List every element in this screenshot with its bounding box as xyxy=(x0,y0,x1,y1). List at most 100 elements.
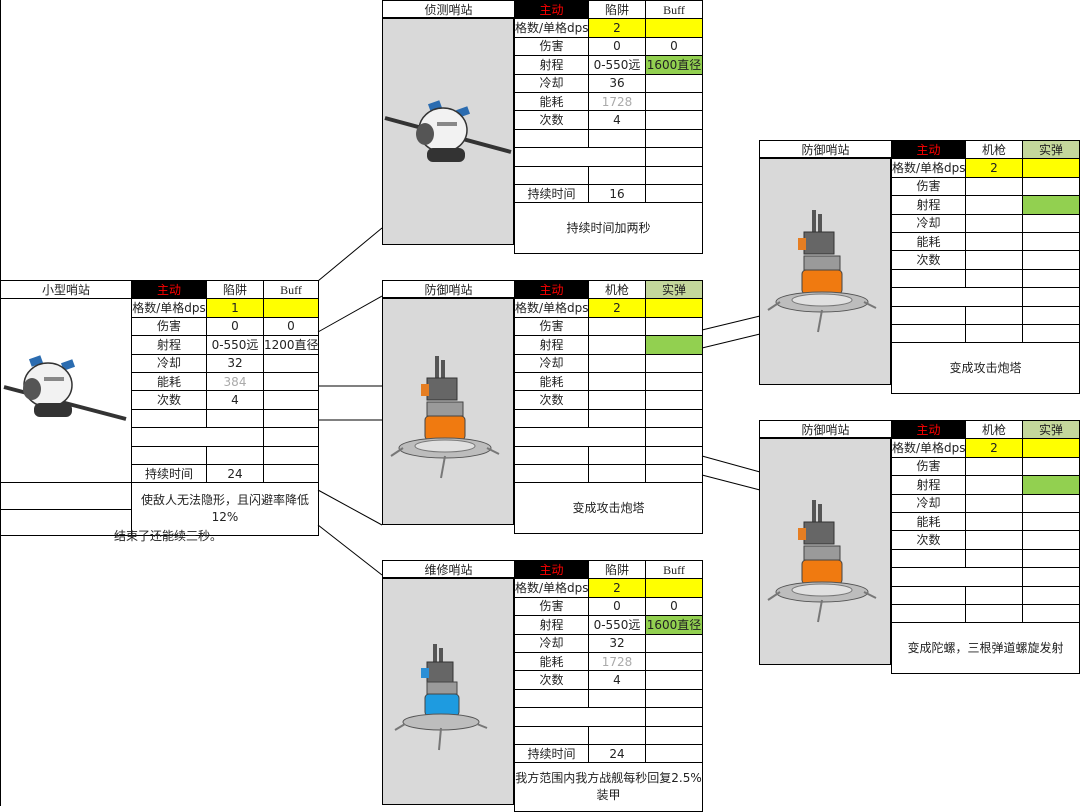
defense-bottom-image xyxy=(759,437,891,665)
damage-buff: 0 xyxy=(645,36,703,57)
shell-header: 实弹 xyxy=(1022,419,1080,440)
empty-cell xyxy=(1022,585,1080,605)
empty-cell xyxy=(588,335,646,355)
empty-cell xyxy=(891,305,966,325)
empty-cell xyxy=(0,509,132,537)
connector-defense-to-bottom-b xyxy=(701,474,761,491)
empty-cell xyxy=(891,603,966,624)
dps-label: 格数/单格dps xyxy=(514,298,589,318)
range-buff xyxy=(1022,195,1080,215)
dps-buff xyxy=(645,298,703,318)
empty-cell xyxy=(965,305,1023,325)
empty-cell xyxy=(965,176,1023,197)
card-defense-sentry-top: 防御哨站 主动 机枪 实弹 格数/单格dps 2 伤害 射程 冷却 能耗 次数 … xyxy=(759,139,1080,395)
range-buff: 1200直径 xyxy=(263,335,319,355)
range-value: 0-550远 xyxy=(588,55,646,75)
empty-cell xyxy=(263,463,319,484)
dps-value: 2 xyxy=(588,298,646,318)
empty-cell xyxy=(645,463,703,484)
range-buff: 1600直径 xyxy=(645,55,703,75)
empty-cell xyxy=(645,445,703,465)
empty-cell xyxy=(514,725,589,745)
dps-label: 格数/单格dps xyxy=(891,438,966,458)
empty-cell xyxy=(965,195,1023,215)
defense-mid-table: 防御哨站 主动 机枪 实弹 格数/单格dps 2 伤害 射程 冷却 能耗 次数 … xyxy=(382,279,703,535)
gun-header: 机枪 xyxy=(588,279,646,300)
damage-label: 伤害 xyxy=(891,456,966,477)
empty-cell xyxy=(206,445,264,465)
repair-sentry-table: 维修哨站 主动 陷阱 Buff 格数/单格dps 2 伤害 0 0 射程 0-5… xyxy=(382,559,703,812)
duration-value: 16 xyxy=(588,183,646,204)
range-buff: 1600直径 xyxy=(645,615,703,635)
empty-cell xyxy=(965,213,1023,233)
empty-cell xyxy=(965,323,1023,344)
empty-cell xyxy=(965,511,1023,532)
cooldown-value: 32 xyxy=(206,353,264,373)
small-sentry-image-cell xyxy=(0,298,132,483)
empty-cell xyxy=(645,651,703,672)
range-buff xyxy=(1022,475,1080,495)
empty-cell xyxy=(514,165,589,185)
empty-cell xyxy=(965,493,1023,513)
dps-value: 2 xyxy=(965,438,1023,458)
connector-small-to-repair xyxy=(317,524,383,576)
empty-cell xyxy=(514,463,589,484)
empty-cell xyxy=(965,530,1023,550)
defense-turret-icon xyxy=(767,500,877,623)
energy-label: 能耗 xyxy=(514,91,589,112)
damage-value: 0 xyxy=(206,316,264,337)
empty-cell xyxy=(588,316,646,337)
repair-sentry-image xyxy=(382,577,514,805)
energy-value: 1728 xyxy=(588,91,646,112)
empty-cell xyxy=(514,128,589,149)
recon-sentry-ship-icon xyxy=(384,100,512,162)
count-label: 次数 xyxy=(891,530,966,550)
empty-cell xyxy=(965,603,1023,624)
recon-sentry-table: 侦测哨站 主动 陷阱 Buff 格数/单格dps 2 伤害 0 0 射程 0-5… xyxy=(382,0,703,255)
connector-small-to-defense-a xyxy=(317,295,383,333)
repair-image-cell xyxy=(383,579,515,812)
dps-label: 格数/单格dps xyxy=(891,158,966,178)
count-label: 次数 xyxy=(514,110,589,130)
recon-sentry-note: 持续时间加两秒 xyxy=(514,202,703,255)
damage-label: 伤害 xyxy=(131,316,207,337)
empty-cell xyxy=(891,548,966,569)
energy-value: 1728 xyxy=(588,651,646,672)
defense-top-image xyxy=(759,157,891,385)
duration-label: 持续时间 xyxy=(131,463,207,484)
duration-label: 持续时间 xyxy=(514,183,589,204)
empty-cell xyxy=(514,147,646,167)
damage-value: 0 xyxy=(588,596,646,617)
repair-sentry-title: 维修哨站 xyxy=(382,559,515,580)
empty-cell xyxy=(645,633,703,653)
dps-label: 格数/单格dps xyxy=(131,298,207,318)
connector-small-to-defense-d xyxy=(317,489,383,526)
energy-label: 能耗 xyxy=(891,511,966,532)
empty-cell xyxy=(1022,493,1080,513)
empty-cell xyxy=(588,390,646,410)
empty-cell xyxy=(263,445,319,465)
defense-bottom-table: 防御哨站 主动 机枪 实弹 格数/单格dps 2 伤害 射程 冷却 能耗 次数 … xyxy=(759,419,1080,675)
empty-cell xyxy=(645,91,703,112)
empty-cell xyxy=(1022,231,1080,252)
empty-cell xyxy=(514,427,646,447)
empty-cell xyxy=(588,688,646,709)
empty-cell xyxy=(514,408,589,429)
small-sentry-title: 小型哨站 xyxy=(0,279,132,300)
empty-cell xyxy=(1022,530,1080,550)
range-value: 0-550远 xyxy=(588,615,646,635)
cooldown-value: 36 xyxy=(588,73,646,93)
gun-header: 机枪 xyxy=(965,419,1023,440)
damage-label: 伤害 xyxy=(891,176,966,197)
empty-cell xyxy=(1022,213,1080,233)
defense-bottom-title: 防御哨站 xyxy=(759,419,892,440)
empty-cell xyxy=(645,353,703,373)
empty-cell xyxy=(588,353,646,373)
empty-cell xyxy=(965,548,1023,569)
defense-top-image-cell xyxy=(760,159,892,394)
buff-header: Buff xyxy=(263,279,319,300)
cooldown-label: 冷却 xyxy=(514,73,589,93)
dps-value: 1 xyxy=(206,298,264,318)
empty-cell xyxy=(645,316,703,337)
